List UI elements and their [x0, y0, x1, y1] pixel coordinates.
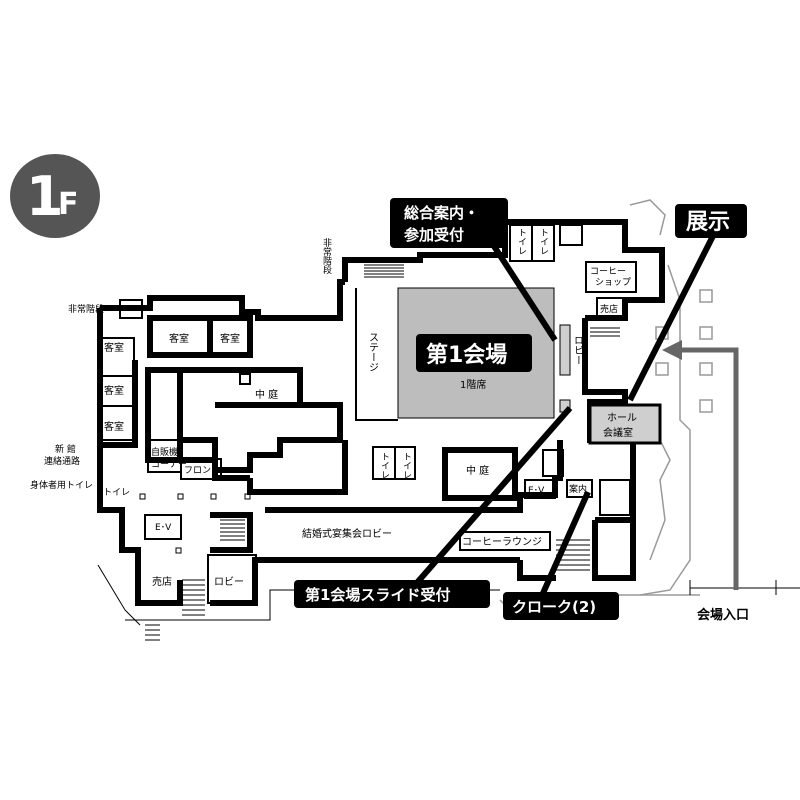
callout-info-line1: 総合案内・ [404, 204, 479, 222]
label-toilet-top-2: トイレ [538, 228, 549, 255]
label-toilet-bottom-1: トイレ [379, 452, 390, 479]
label-guest-room-4: 客室 [104, 384, 124, 397]
callout-exhibit-text: 展示 [686, 210, 730, 235]
label-hall-seats: 1階席 [460, 378, 486, 391]
label-guest-room-1: 客室 [169, 332, 189, 345]
label-accessible-toilet: 身体者用トイレ [30, 479, 93, 491]
hall-meeting-room [588, 403, 662, 445]
label-toilet-bottom-2: トイレ [401, 452, 412, 479]
label-guide: 案内 [569, 483, 587, 495]
label-coffee-shop-2: ショップ [595, 277, 631, 288]
label-guest-room-3: 客室 [104, 341, 124, 354]
label-wedding-lobby: 結婚式宴集会ロビー [302, 527, 392, 540]
callout-slide-text: 第1会場スライド受付 [305, 586, 450, 604]
label-coffee-lounge: コーヒーラウンジ [462, 536, 542, 548]
entrance-arrow [662, 340, 739, 590]
floor-badge-letter: F [58, 187, 79, 222]
floor-badge: 1 F [10, 154, 100, 238]
label-guest-room-2: 客室 [220, 332, 240, 345]
callout-cloak: クローク(2) [503, 592, 619, 620]
callout-pointers [412, 230, 718, 602]
label-courtyard-center: 中 庭 [466, 464, 489, 477]
label-ev-right: E･V [528, 486, 545, 496]
label-new-wing-2: 連絡通路 [44, 455, 80, 467]
shop-room-right [596, 297, 626, 317]
label-vending-2: コーナー [151, 459, 187, 470]
label-stage: ステージ [367, 332, 378, 372]
label-shop-right: 売店 [600, 303, 618, 315]
callout-info: 総合案内・ 参加受付 [390, 198, 508, 248]
label-guest-room-5: 客室 [104, 420, 124, 433]
callout-info-line2: 参加受付 [404, 226, 464, 244]
label-emergency-stairs: 非常階段 [68, 303, 104, 315]
floor-badge-number: 1 [26, 165, 64, 228]
label-hall-meeting-1: ホール [607, 412, 637, 424]
label-vending-1: 自販機 [151, 446, 178, 458]
label-courtyard-left: 中 庭 [255, 388, 278, 401]
entrance-label: 会場入口 [697, 607, 749, 623]
label-front: フロント [184, 466, 220, 476]
label-emergency-stairs-vertical: 非常階段 [321, 237, 332, 275]
label-coffee-shop-1: コーヒー [590, 266, 626, 277]
label-toilet-left: トイレ [103, 488, 130, 498]
stage-outline [355, 288, 398, 421]
callout-hall1: 第1会場 [416, 334, 532, 372]
label-lobby-left: ロビー [214, 576, 244, 588]
vending-corner-room [147, 439, 182, 473]
label-new-wing-1: 新 館 [55, 443, 76, 455]
corridor-markers [139, 373, 251, 554]
callout-slide: 第1会場スライド受付 [294, 580, 490, 608]
label-hall-meeting-2: 会議室 [603, 426, 633, 439]
hall-lobby-bar [559, 324, 571, 376]
label-lobby-vertical: ロビー [572, 335, 583, 365]
room-labels: 1階席 ステージ ロビー トイレ トイレ コーヒー ショップ 売店 ホール 会議… [30, 228, 637, 588]
label-shop-left: 売店 [152, 575, 172, 588]
building-walls [97, 219, 665, 641]
callout-hall1-text: 第1会場 [426, 342, 507, 368]
label-toilet-top-1: トイレ [516, 228, 527, 255]
floor-badge-circle [10, 154, 100, 238]
coffee-shop-room [585, 261, 637, 293]
front-desk-room [180, 458, 222, 480]
label-ev-left: E･V [155, 523, 172, 533]
callout-exhibit: 展示 [675, 204, 747, 238]
callout-cloak-text: クローク(2) [512, 598, 596, 616]
